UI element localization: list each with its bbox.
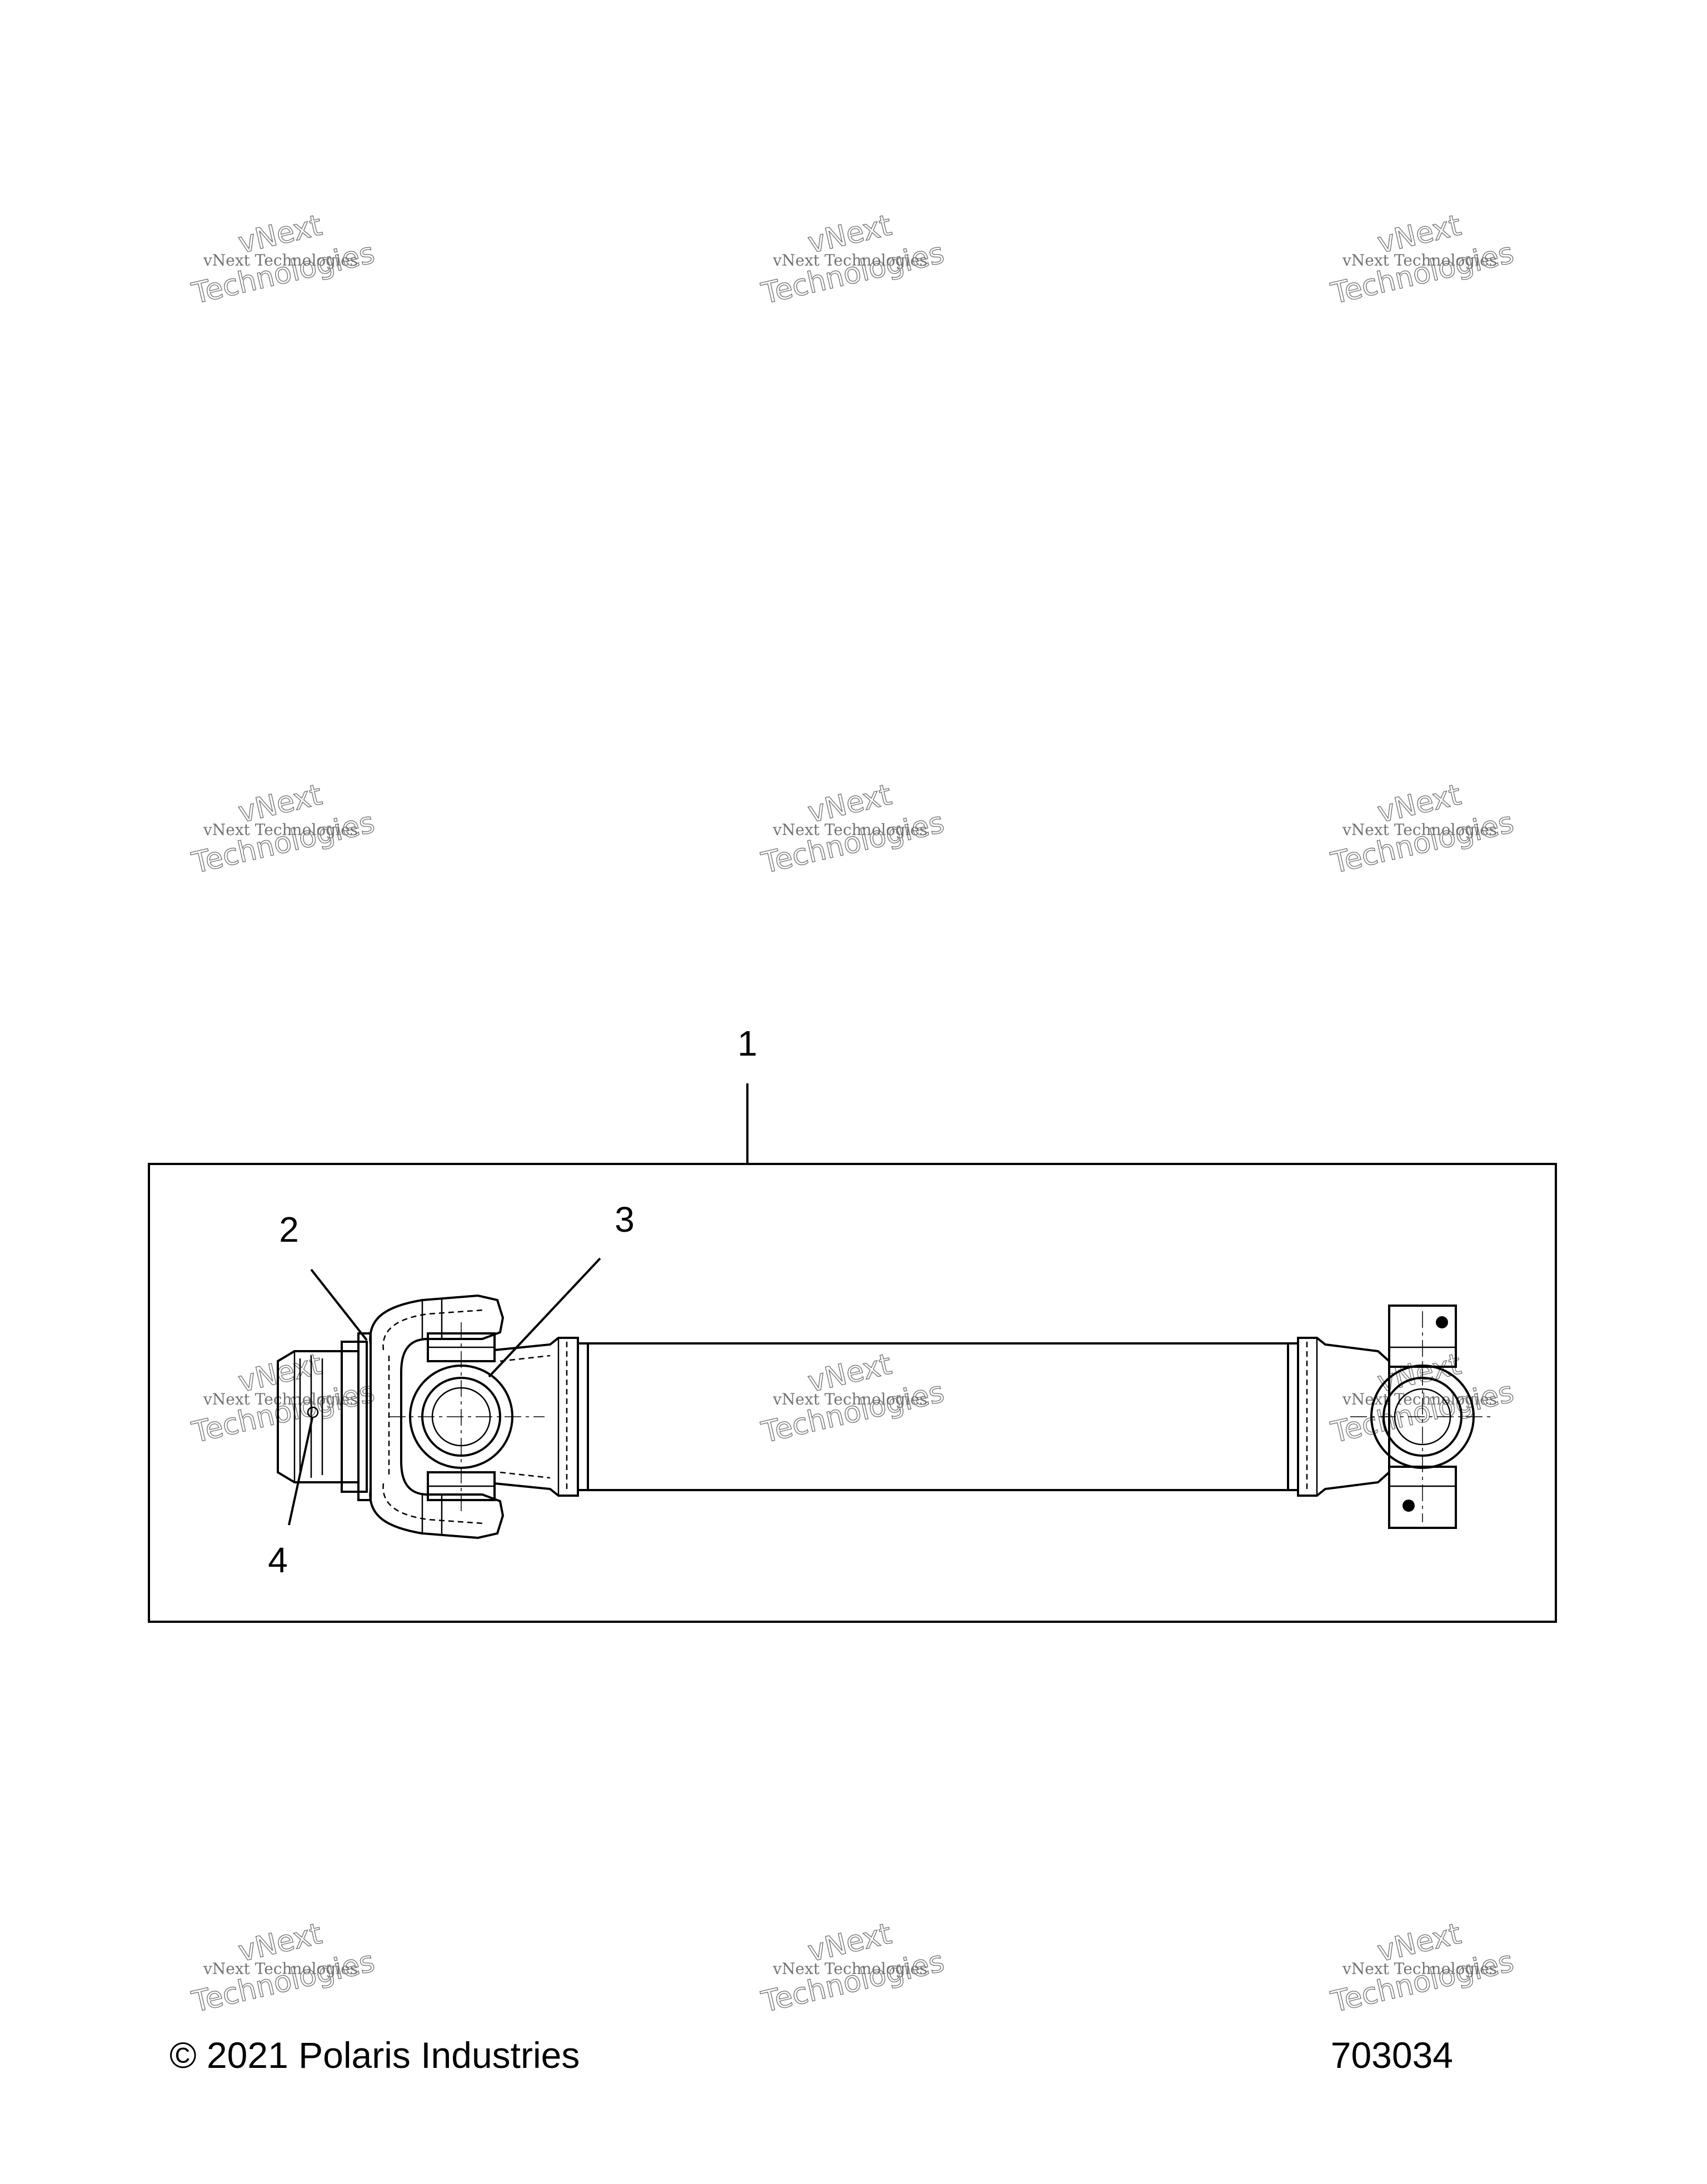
assembly-frame [148,1163,1557,1623]
callout-2-leader [310,1268,368,1341]
callout-4-leader [288,1417,313,1526]
watermark-caption: vNext Technologies [203,251,358,269]
watermark-caption: vNext Technologies [772,1960,927,1978]
grease-zerk [1436,1316,1448,1328]
figure-number: 703034 [1331,2035,1453,2076]
callout-3: 3 [615,1200,635,1240]
grease-fitting [307,1406,319,1418]
watermark-caption: vNext Technologies [1342,821,1497,839]
watermark-caption: vNext Technologies [772,251,927,269]
copyright-text: © 2021 Polaris Industries [169,2035,580,2076]
watermark-caption: vNext Technologies [772,821,927,839]
callout-4: 4 [268,1540,288,1580]
callout-1: 1 [737,1023,757,1063]
driveshaft-drawing [277,1294,1495,1540]
slip-yoke [369,1294,505,1540]
watermark-caption: vNext Technologies [1342,1960,1497,1978]
watermark-caption: vNext Technologies [1342,1390,1497,1408]
watermark-caption: vNext Technologies [203,1390,358,1408]
watermark-caption: vNext Technologies [203,821,358,839]
watermark-caption: vNext Technologies [203,1960,358,1978]
callout-2: 2 [279,1210,299,1250]
driveshaft-tube [587,1342,1289,1491]
callout-3-leader [488,1257,601,1378]
watermark-caption: vNext Technologies [1342,251,1497,269]
watermark-caption: vNext Technologies [772,1390,927,1408]
